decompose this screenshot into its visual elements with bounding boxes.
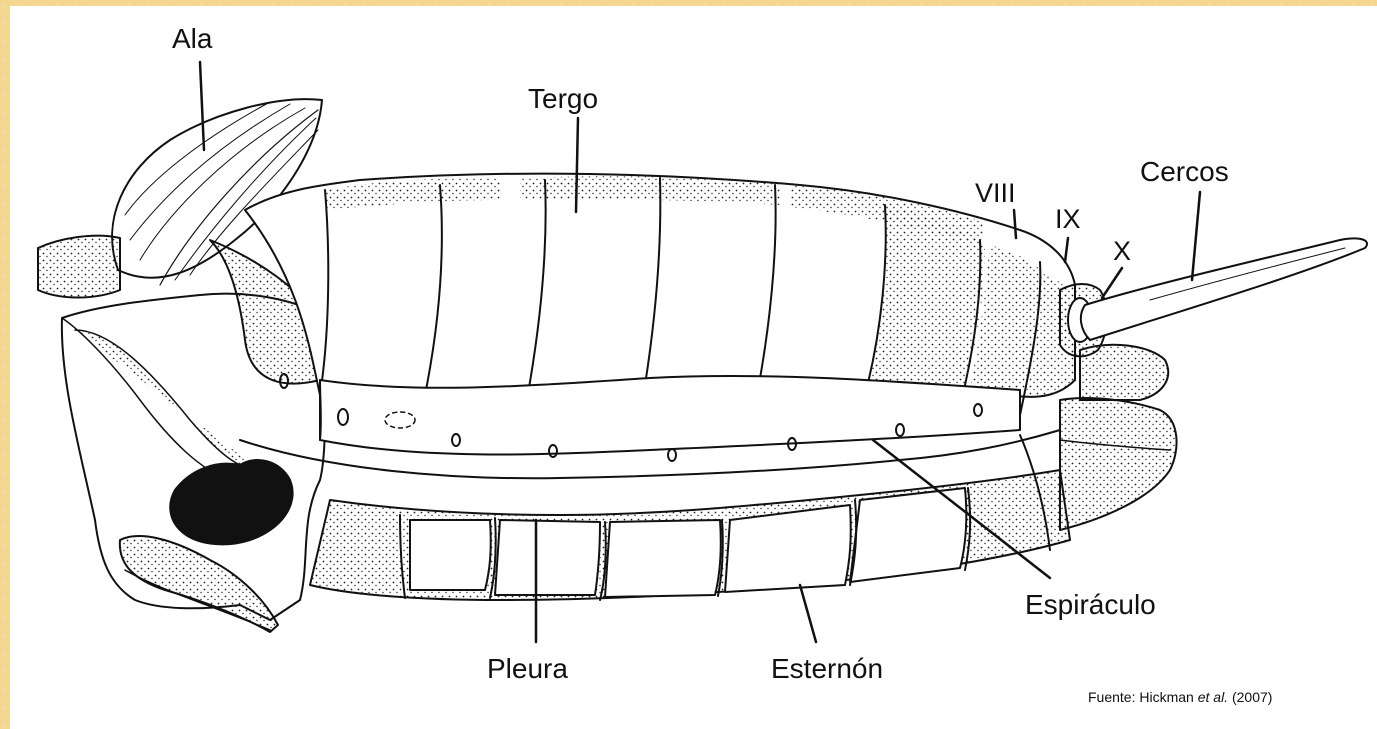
label-x: X xyxy=(1113,238,1131,265)
label-viii: VIII xyxy=(975,180,1016,207)
label-ala: Ala xyxy=(172,25,212,53)
source-suffix: (2007) xyxy=(1228,689,1272,705)
label-tergo: Tergo xyxy=(528,85,598,113)
label-pleura: Pleura xyxy=(487,655,568,683)
label-ix: IX xyxy=(1055,206,1081,233)
source-citation: Fuente: Hickman et al. (2007) xyxy=(1088,689,1272,705)
label-esternon: Esternón xyxy=(771,655,883,683)
pleural-membrane xyxy=(320,376,1020,455)
label-espiraculo: Espiráculo xyxy=(1025,591,1156,619)
source-italic: et al. xyxy=(1198,689,1228,705)
source-prefix: Fuente: Hickman xyxy=(1088,689,1198,705)
label-cercos: Cercos xyxy=(1140,158,1229,186)
